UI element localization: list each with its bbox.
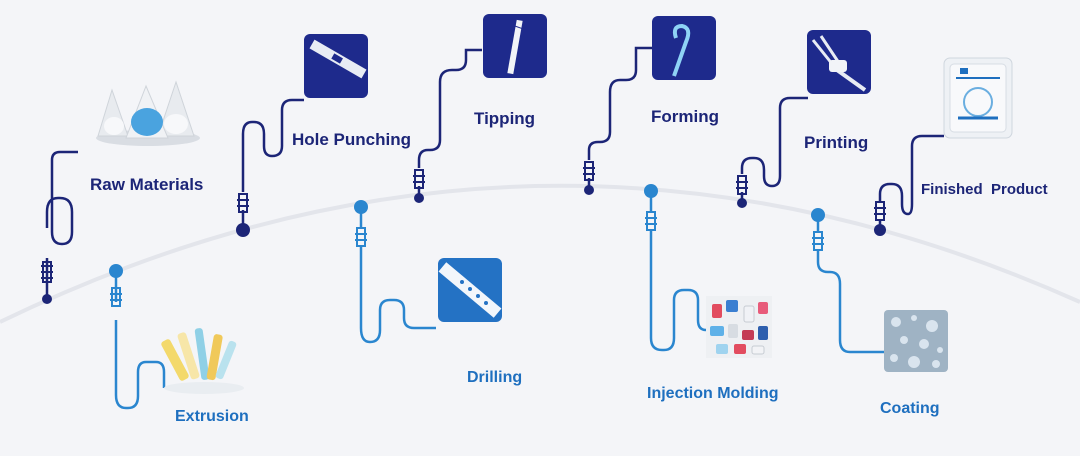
node-tipping bbox=[414, 193, 424, 203]
connector-drilling bbox=[359, 213, 436, 344]
injection-molding-image bbox=[706, 296, 772, 358]
drilling-tile bbox=[438, 258, 502, 322]
step-label-finished-product: Finished Product bbox=[921, 181, 1048, 198]
coating-image bbox=[884, 310, 948, 372]
step-label-injection-molding: Injection Molding bbox=[647, 385, 779, 402]
step-label-forming: Forming bbox=[651, 107, 719, 126]
connector-extrusion bbox=[114, 277, 166, 410]
drilled-tube-icon bbox=[438, 262, 502, 318]
syringe-icon bbox=[736, 175, 748, 195]
step-label-printing: Printing bbox=[804, 133, 869, 152]
syringe-icon bbox=[237, 193, 249, 213]
node-raw-materials bbox=[42, 294, 52, 304]
catheter-tip-icon bbox=[507, 19, 525, 75]
node-injection-molding bbox=[644, 184, 658, 198]
catheter-hole-icon bbox=[309, 39, 367, 79]
printing-tile bbox=[807, 30, 871, 94]
hole-punching-tile bbox=[304, 34, 368, 98]
syringe-icon bbox=[874, 201, 886, 221]
node-extrusion bbox=[109, 264, 123, 278]
syringe-icon bbox=[812, 231, 824, 251]
node-coating bbox=[811, 208, 825, 222]
pigtail-catheter-icon bbox=[672, 23, 691, 77]
step-label-drilling: Drilling bbox=[467, 369, 523, 386]
extrusion-image bbox=[161, 328, 244, 394]
node-printing bbox=[737, 198, 747, 208]
forming-tile bbox=[652, 16, 716, 80]
connector-coating bbox=[816, 221, 884, 354]
raw-materials-image bbox=[96, 80, 200, 146]
syringe-icon bbox=[413, 169, 425, 189]
node-drilling bbox=[354, 200, 368, 214]
tipping-tile bbox=[483, 14, 547, 78]
connector-injection-molding bbox=[649, 197, 707, 352]
step-label-tipping: Tipping bbox=[474, 109, 536, 128]
syringe-icon bbox=[41, 261, 53, 283]
syringe-icon bbox=[645, 211, 657, 231]
connector-forming bbox=[587, 46, 652, 188]
finished-product-image bbox=[943, 57, 1013, 139]
syringe-icon bbox=[110, 287, 122, 307]
node-hole-punching bbox=[236, 223, 250, 237]
node-forming bbox=[584, 185, 594, 195]
connector-printing bbox=[740, 96, 808, 202]
step-label-raw-materials: Raw Materials bbox=[90, 175, 204, 194]
timeline-arc bbox=[0, 183, 1080, 324]
connector-tipping bbox=[417, 48, 482, 197]
syringe-icon bbox=[583, 161, 595, 181]
connector-hole-punching bbox=[241, 98, 304, 228]
step-label-coating: Coating bbox=[880, 400, 940, 417]
step-label-hole-punching: Hole Punching bbox=[292, 130, 411, 149]
node-finished-product bbox=[874, 224, 886, 236]
step-label-extrusion: Extrusion bbox=[175, 408, 249, 425]
syringe-icon bbox=[355, 227, 367, 247]
catheter-hub-icon bbox=[811, 35, 867, 92]
